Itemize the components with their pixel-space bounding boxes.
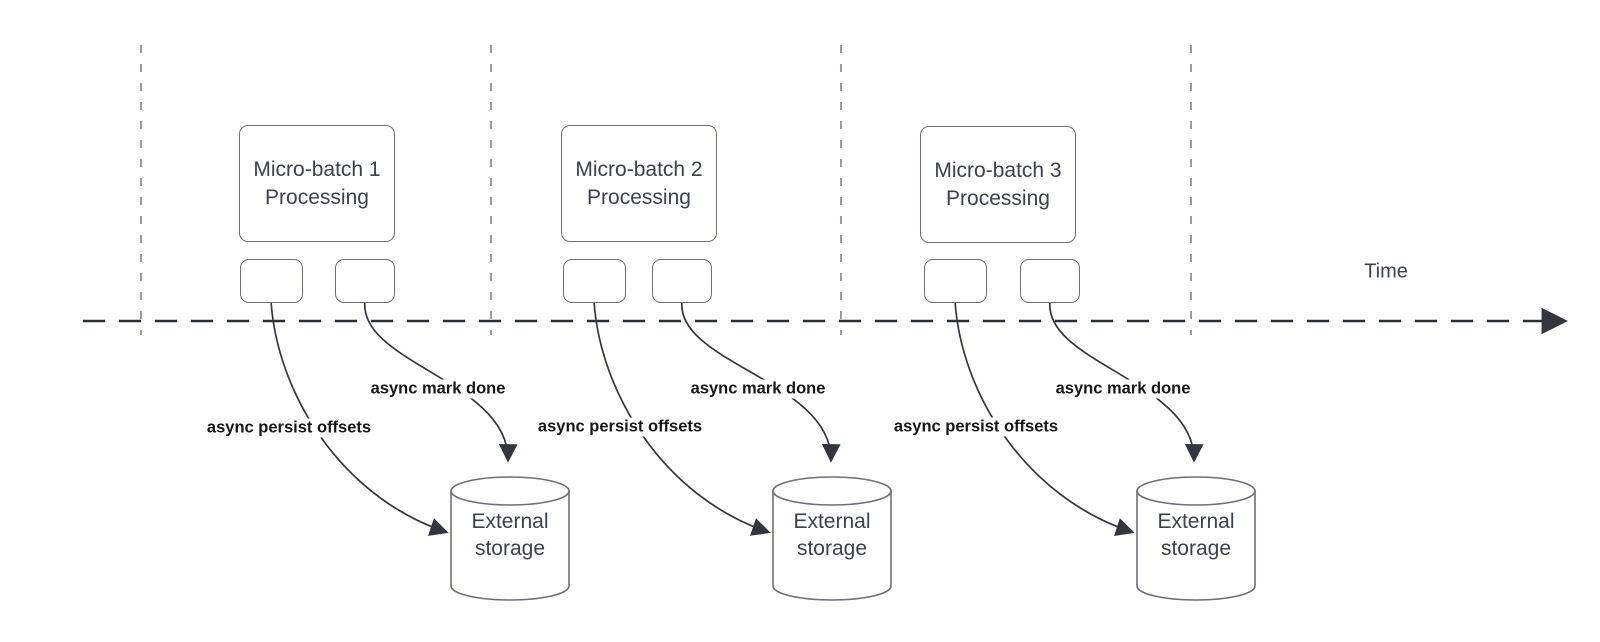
time-axis-label: Time: [1364, 260, 1408, 283]
mark-done-arrow-2: [681, 300, 841, 463]
external-storage-cylinder-1: [450, 476, 570, 601]
mark-done-arrow-1: [364, 300, 518, 463]
done-task-rect-2: [652, 259, 712, 303]
micro-batch-1-box: Micro-batch 1 Processing: [239, 125, 395, 242]
external-storage-label-3-line2: storage: [1160, 537, 1232, 560]
external-storage-label-2-line1: External: [793, 510, 871, 533]
external-storage-label-3-line1: External: [1157, 510, 1235, 533]
external-storage-label-1-line1: External: [471, 510, 549, 533]
persist-offsets-arrow-3: [954, 300, 1135, 536]
external-storage-label-2-line2: storage: [796, 537, 868, 560]
done-task-rect-1: [335, 259, 395, 303]
external-storage-cylinder-2: [772, 476, 892, 601]
external-storage-label-1-line2: storage: [474, 537, 546, 560]
offset-task-rect-2: [563, 259, 626, 303]
micro-batch-2-box: Micro-batch 2 Processing: [561, 125, 717, 242]
micro-batch-1-title-line2: Processing: [265, 185, 369, 209]
mark-done-label-1: async mark done: [367, 379, 509, 399]
external-storage-cylinder-3: [1136, 476, 1256, 601]
persist-offsets-arrow-2: [593, 300, 771, 536]
offset-task-rect-3: [924, 259, 987, 303]
persist-offsets-arrow-1: [270, 300, 449, 536]
micro-batch-3-title-line2: Processing: [946, 186, 1050, 210]
mark-done-arrow-3: [1049, 300, 1204, 463]
done-task-rect-3: [1020, 259, 1080, 303]
micro-batch-2-title-line1: Micro-batch 2: [575, 157, 703, 181]
persist-offsets-label-1: async persist offsets: [203, 418, 375, 438]
persist-offsets-label-2: async persist offsets: [534, 417, 706, 437]
micro-batch-1-title-line1: Micro-batch 1: [253, 157, 381, 181]
micro-batch-3-title-line1: Micro-batch 3: [934, 158, 1062, 182]
external-storage-label-1: External storage: [451, 508, 569, 562]
offset-task-rect-1: [240, 259, 303, 303]
micro-batch-3-box: Micro-batch 3 Processing: [920, 126, 1076, 243]
external-storage-label-2: External storage: [773, 508, 891, 562]
micro-batch-2-title-line2: Processing: [587, 185, 691, 209]
mark-done-label-2: async mark done: [687, 379, 829, 399]
mark-done-label-3: async mark done: [1052, 379, 1194, 399]
external-storage-label-3: External storage: [1137, 508, 1255, 562]
persist-offsets-label-3: async persist offsets: [890, 417, 1062, 437]
